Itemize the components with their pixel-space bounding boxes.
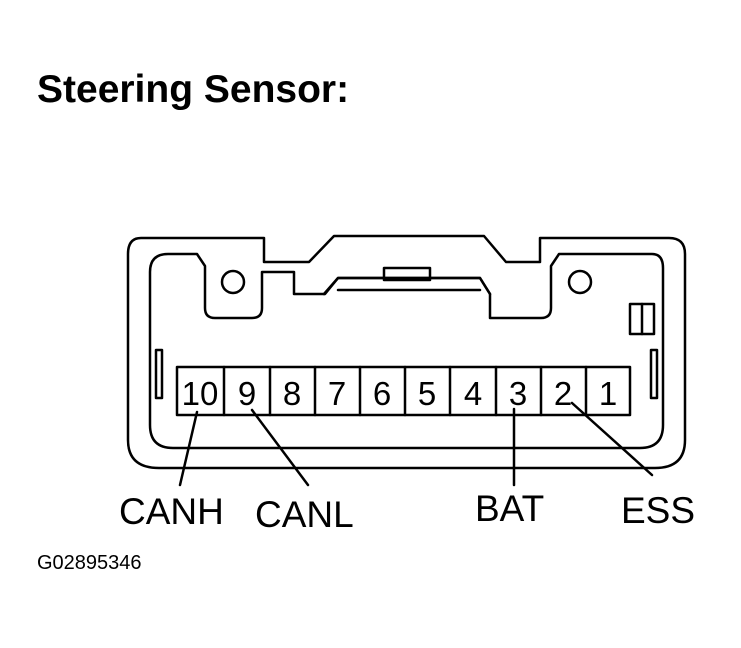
figure-id: G02895346 (37, 552, 142, 574)
wire-label-ess: ESS (621, 490, 695, 531)
pin-5-label: 5 (418, 375, 436, 412)
pin-10-label: 10 (182, 375, 219, 412)
pin-6-label: 6 (373, 375, 391, 412)
leader-line-canh (178, 410, 199, 487)
wire-label-canl: CANL (255, 494, 354, 535)
pin-7-label: 7 (328, 375, 346, 412)
pin-numbers: 10 9 8 7 6 5 4 3 2 1 (182, 375, 618, 412)
wire-labels: CANH CANL BAT ESS (119, 488, 695, 535)
pin-row-frame (175, 365, 632, 417)
side-rib-right (649, 348, 659, 400)
diagram-title: Steering Sensor: (37, 68, 350, 111)
mounting-hole-right (567, 269, 593, 295)
pin-9-label: 9 (238, 375, 256, 412)
leader-line-canl (250, 408, 310, 487)
leader-line-ess (570, 401, 654, 477)
pin-1-label: 1 (599, 375, 617, 412)
pin-2-label: 2 (554, 375, 572, 412)
locking-tab-notch (382, 266, 432, 282)
mounting-hole-left (220, 269, 246, 295)
pin-3-label: 3 (509, 375, 527, 412)
pin-4-label: 4 (464, 375, 482, 412)
wire-label-bat: BAT (475, 488, 544, 529)
pin-row (175, 365, 632, 417)
locking-tab (322, 276, 492, 296)
connector-housing-inner (148, 252, 665, 450)
side-rib-left (154, 348, 164, 400)
connector-housing-outer (126, 234, 687, 470)
pin-8-label: 8 (283, 375, 301, 412)
wire-label-canh: CANH (119, 491, 224, 532)
